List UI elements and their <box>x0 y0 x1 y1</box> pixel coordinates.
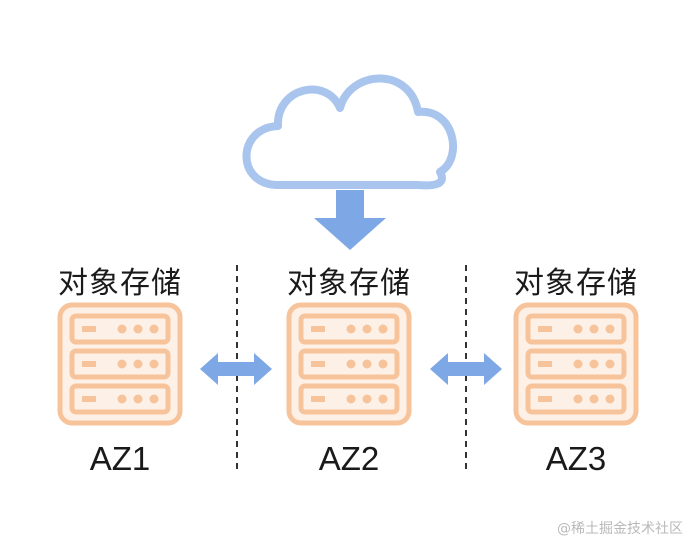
cloud-icon <box>242 74 458 190</box>
server-rack-icon <box>286 302 412 426</box>
zone-2-label: AZ2 <box>318 440 380 477</box>
zone-1-label: AZ1 <box>89 440 151 477</box>
bidirectional-arrow-icon <box>200 353 272 385</box>
zone-3-label: AZ3 <box>545 440 607 477</box>
bidirectional-arrow-icon <box>430 353 502 385</box>
server-rack-icon <box>57 302 183 426</box>
zone-3-storage-label: 对象存储 <box>514 266 638 301</box>
watermark: @稀土掘金技术社区 <box>557 521 683 537</box>
zone-2-storage-label: 对象存储 <box>287 266 411 301</box>
down-arrow-icon <box>314 190 386 250</box>
server-rack-icon <box>513 302 639 426</box>
zone-1-storage-label: 对象存储 <box>58 266 182 301</box>
